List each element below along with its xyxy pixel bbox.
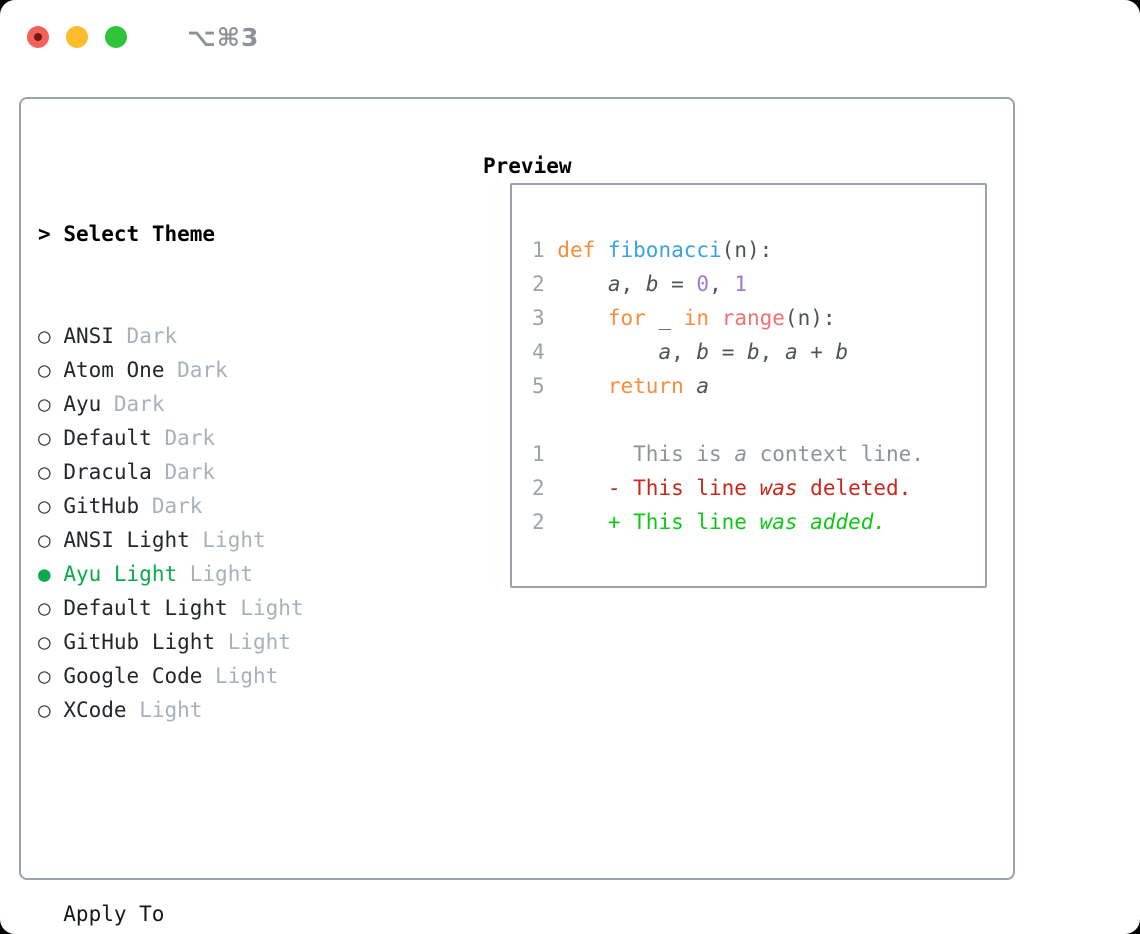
theme-option-atom-one[interactable]: ○ Atom One Dark: [38, 353, 483, 387]
section-gap: [38, 795, 483, 829]
preview-line: 1 def fibonacci(n):: [532, 238, 773, 262]
option-label: ANSI Light: [63, 528, 190, 552]
theme-option-default-light[interactable]: ○ Default Light Light: [38, 591, 483, 625]
select-theme-header: > Select Theme: [38, 217, 483, 251]
close-dot-icon: [34, 33, 42, 41]
option-variant-tag: Light: [240, 596, 304, 620]
keyboard-shortcut-label: ⌥⌘3: [187, 22, 260, 52]
theme-option-ansi[interactable]: ○ ANSI Dark: [38, 319, 483, 353]
traffic-light-zoom-button[interactable]: [105, 26, 127, 48]
preview-line: 3 for _ in range(n):: [532, 306, 836, 330]
preview-title: Preview: [483, 154, 572, 178]
theme-option-ayu[interactable]: ○ Ayu Dark: [38, 387, 483, 421]
option-label: ANSI: [63, 324, 114, 348]
option-label: Default: [63, 426, 152, 450]
radio-unselected-icon: ○: [38, 358, 51, 382]
preview-line: [532, 403, 985, 437]
theme-options-list: ○ ANSI Dark○ Atom One Dark○ Ayu Dark○ De…: [38, 319, 483, 727]
preview-box: 1 def fibonacci(n): 2 a, b = 0, 1 3 for _ …: [510, 183, 987, 588]
option-label: GitHub Light: [63, 630, 216, 654]
preview-line: 4 a, b = b, a + b: [532, 340, 849, 364]
theme-option-ansi-light[interactable]: ○ ANSI Light Light: [38, 523, 483, 557]
theme-option-dracula[interactable]: ○ Dracula Dark: [38, 455, 483, 489]
option-variant-tag: Dark: [126, 324, 178, 348]
option-variant-tag: Light: [227, 630, 291, 654]
option-label: XCode: [63, 698, 127, 722]
traffic-light-minimize-button[interactable]: [66, 26, 88, 48]
option-label: Ayu: [63, 392, 102, 416]
radio-unselected-icon: ○: [38, 392, 51, 416]
radio-unselected-icon: ○: [38, 698, 51, 722]
radio-unselected-icon: ○: [38, 460, 51, 484]
traffic-light-close-button[interactable]: [27, 26, 49, 48]
radio-unselected-icon: ○: [38, 324, 51, 348]
option-variant-tag: Dark: [151, 494, 203, 518]
option-variant-tag: Light: [215, 664, 279, 688]
radio-unselected-icon: ○: [38, 630, 51, 654]
option-label: Dracula: [63, 460, 152, 484]
preview-line: 1 This is a context line.: [532, 442, 924, 466]
titlebar: ⌥⌘3: [0, 0, 1140, 74]
radio-unselected-icon: ○: [38, 596, 51, 620]
theme-list-column: > Select Theme ○ ANSI Dark○ Atom One Dar…: [38, 149, 483, 926]
radio-unselected-icon: ○: [38, 494, 51, 518]
theme-option-google-code[interactable]: ○ Google Code Light: [38, 659, 483, 693]
theme-option-github-light[interactable]: ○ GitHub Light Light: [38, 625, 483, 659]
preview-line: 5 return a: [532, 374, 710, 398]
option-label: Atom One: [63, 358, 165, 382]
option-variant-tag: Light: [139, 698, 203, 722]
option-variant-tag: Light: [202, 528, 266, 552]
theme-picker-panel: > Select Theme ○ ANSI Dark○ Atom One Dar…: [19, 97, 1015, 926]
option-label: Default Light: [63, 596, 228, 620]
theme-option-github[interactable]: ○ GitHub Dark: [38, 489, 483, 523]
theme-option-default[interactable]: ○ Default Dark: [38, 421, 483, 455]
radio-selected-icon: ●: [38, 562, 51, 586]
theme-option-xcode[interactable]: ○ XCode Light: [38, 693, 483, 727]
radio-unselected-icon: ○: [38, 664, 51, 688]
radio-unselected-icon: ○: [38, 528, 51, 552]
option-variant-tag: Dark: [177, 358, 228, 382]
option-label: Ayu Light: [63, 562, 178, 586]
option-label: GitHub: [63, 494, 140, 518]
prompt-caret-icon: >: [38, 222, 51, 246]
theme-option-ayu-light[interactable]: ● Ayu Light Light: [38, 557, 483, 591]
select-theme-title: Select Theme: [63, 222, 216, 246]
option-variant-tag: Light: [189, 562, 253, 586]
option-variant-tag: Dark: [113, 392, 165, 416]
preview-line: 2 + This line was added.: [532, 510, 887, 534]
preview-column: Preview 1 def fibonacci(n): 2 a, b = 0, 1…: [483, 149, 1013, 878]
option-label: Google Code: [63, 664, 203, 688]
option-variant-tag: Dark: [164, 426, 216, 450]
preview-line: 2 - This line was deleted.: [532, 476, 912, 500]
option-variant-tag: Dark: [164, 460, 216, 484]
preview-line: 2 a, b = 0, 1: [532, 272, 748, 296]
radio-unselected-icon: ○: [38, 426, 51, 450]
apply-to-header: Apply To: [63, 902, 165, 926]
